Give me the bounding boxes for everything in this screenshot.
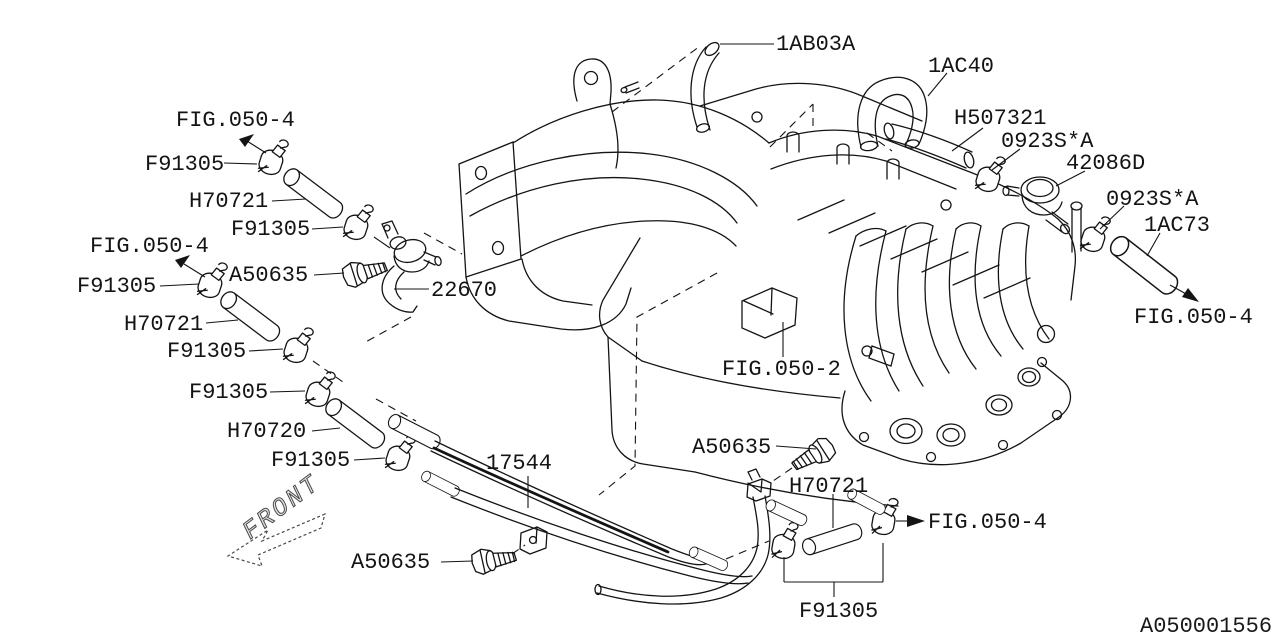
callout-fig050-4: FIG.050-4 [1134, 305, 1253, 330]
hose-clamp [194, 257, 229, 302]
callout-h70721: H70721 [789, 474, 869, 499]
callout-17544: 17544 [486, 451, 553, 476]
flange-bolt [469, 542, 519, 577]
callout-f91305: F91305 [189, 380, 269, 405]
callout-fig050-2: FIG.050-2 [722, 357, 841, 382]
reference-arrows [175, 134, 1199, 567]
callout-fig050-4: FIG.050-4 [928, 510, 1047, 535]
hose-tube [321, 395, 389, 452]
hose-clamp [255, 134, 290, 179]
callout-1ac73: 1AC73 [1144, 213, 1211, 238]
lower-flange [841, 362, 1072, 466]
loose-parts [194, 134, 1183, 605]
callout-a50635: A50635 [692, 435, 772, 460]
callout-h70721: H70721 [189, 189, 269, 214]
phantom-lines [312, 45, 893, 560]
front-direction-arrow [226, 512, 326, 567]
hose-h507321 [891, 123, 973, 153]
callout-a50635: A50635 [351, 550, 431, 575]
fig-ref-arrow [239, 134, 254, 147]
hose-1ab03a [690, 46, 707, 128]
callout-h70721: H70721 [124, 312, 204, 337]
callout-h70720: H70720 [227, 419, 307, 444]
hose-tube [1106, 232, 1183, 299]
flange-bolt [787, 433, 840, 479]
fig-ref-arrow [907, 515, 925, 527]
callout-a50635: A50635 [229, 263, 309, 288]
callout-f91305: F91305 [799, 599, 879, 624]
callout-f91305: F91305 [271, 448, 351, 473]
mount-ear [573, 58, 612, 105]
callout-1ab03a: 1AB03A [776, 32, 856, 57]
callout-1ac40: 1AC40 [928, 54, 995, 79]
leader-lines [159, 43, 1189, 597]
callout-fig050-4: FIG.050-4 [90, 234, 209, 259]
callout-0923s-a: 0923S*A [1001, 129, 1094, 154]
callout-h507321: H507321 [954, 106, 1047, 131]
hose-tube [279, 165, 347, 222]
bracket-leader [783, 543, 884, 597]
hose-tube [799, 521, 865, 558]
duty-solenoid-valve-22670 [381, 220, 442, 313]
callout-42086d: 42086D [1066, 151, 1146, 176]
left-flange [458, 141, 522, 278]
hose-tube [216, 288, 284, 345]
drawing-number: A050001556 [1140, 614, 1273, 639]
vacuum-hoses [690, 41, 975, 169]
hose-clamp [972, 151, 1007, 196]
callout-fig050-4: FIG.050-4 [176, 108, 295, 133]
hose-clamp [769, 518, 800, 562]
callout-f91305: F91305 [167, 339, 247, 364]
callout-f91305: F91305 [77, 274, 157, 299]
hose-clamp [280, 322, 315, 367]
callout-f91305: F91305 [145, 152, 225, 177]
callout-f91305: F91305 [231, 217, 311, 242]
callout-22670: 22670 [431, 278, 498, 303]
hose-clamp [340, 199, 375, 244]
fig-ref-arrow [1182, 288, 1199, 302]
hose-1ac40 [857, 76, 928, 148]
rib-hatching [797, 199, 1031, 299]
vacuum-valve-42086d [1002, 176, 1071, 235]
fig-ref-arrow [175, 255, 190, 268]
hose-clamp [1077, 211, 1112, 256]
callout-0923s-a: 0923S*A [1106, 187, 1199, 212]
fuel-pipe-assembly-17544 [385, 411, 809, 605]
